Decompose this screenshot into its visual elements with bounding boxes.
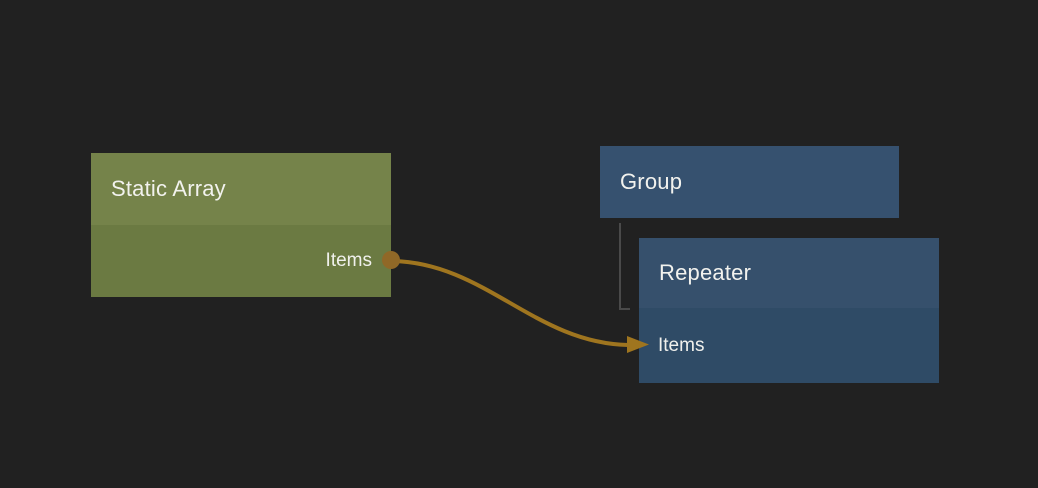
node-static-array[interactable]: Static Array Items xyxy=(91,153,391,297)
node-group-header[interactable]: Group xyxy=(600,146,899,218)
node-static-array-title: Static Array xyxy=(111,176,226,201)
node-repeater[interactable]: Repeater Items xyxy=(639,238,939,383)
node-repeater-title: Repeater xyxy=(659,260,752,285)
node-static-array-body[interactable]: Items xyxy=(91,225,391,297)
node-repeater-body[interactable]: Items xyxy=(639,308,939,383)
node-repeater-header[interactable]: Repeater xyxy=(639,238,939,308)
group-repeater-hierarchy-link xyxy=(619,223,630,310)
node-group-title: Group xyxy=(620,169,683,194)
node-group[interactable]: Group xyxy=(600,146,899,218)
static-array-items-output-label: Items xyxy=(325,250,372,271)
node-static-array-header[interactable]: Static Array xyxy=(91,153,391,225)
connection-wire[interactable] xyxy=(391,259,630,347)
repeater-items-input-label: Items xyxy=(658,334,705,356)
